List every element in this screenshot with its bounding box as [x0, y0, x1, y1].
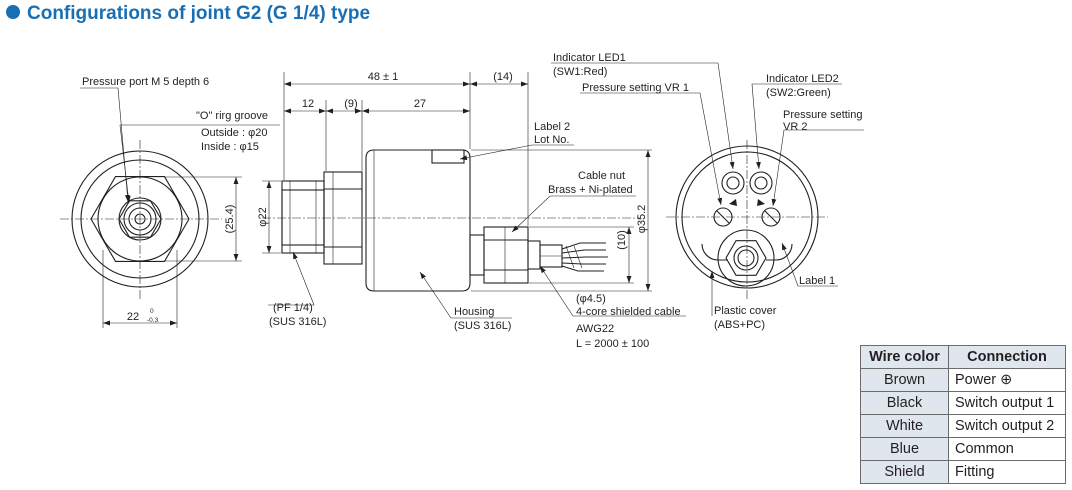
- label1-text: Label 1: [799, 275, 835, 287]
- cable-nut-text-1: Cable nut: [578, 170, 625, 182]
- cover-text-1: Plastic cover: [714, 305, 777, 317]
- o-ring-label-3: Inside : φ15: [201, 141, 259, 153]
- housing-text-2: (SUS 316L): [454, 320, 511, 332]
- wire-color-cell: White: [860, 414, 949, 438]
- vr2-text-2: VR 2: [783, 121, 807, 133]
- dim-10: (10): [616, 230, 628, 250]
- cover-text-2: (ABS+PC): [714, 319, 765, 331]
- dim-27: 27: [414, 98, 426, 110]
- o-ring-label-2: Outside : φ20: [201, 127, 267, 139]
- dim-22-tol-bottom: -0.3: [147, 317, 159, 324]
- cable-text-1: (φ4.5): [576, 293, 606, 305]
- top-view: [666, 140, 828, 300]
- dim-25-4: (25.4): [224, 205, 236, 234]
- title-text: Configurations of joint G2 (G 1/4) type: [27, 3, 371, 24]
- page-title: Configurations of joint G2 (G 1/4) type: [6, 3, 370, 25]
- dim-12: 12: [302, 98, 314, 110]
- side-view-body: [262, 149, 640, 292]
- cable-text-2: 4-core shielded cable: [576, 306, 681, 318]
- dim-phi22: φ22: [257, 207, 269, 226]
- cable-nut-text-2: Brass + Ni-plated: [548, 184, 633, 196]
- cable-text-4: L = 2000 ± 100: [576, 338, 649, 350]
- pressure-port-label: Pressure port M 5 depth 6: [82, 76, 209, 88]
- wire-color-cell: Black: [860, 391, 949, 415]
- label2-text-2: Lot No.: [534, 134, 569, 146]
- dim-9: (9): [344, 98, 357, 110]
- o-ring-label-1: "O" rirg groove: [196, 110, 268, 122]
- side-view-dimensions: 48 ± 1 (14) 12 (9) 27 φ22 φ35.2 (10): [257, 71, 652, 292]
- title-bullet-icon: [6, 5, 20, 19]
- led1-text-2: (SW1:Red): [553, 66, 607, 78]
- dim-22-tol-top: 0: [150, 308, 154, 315]
- connection-cell: Switch output 1: [948, 391, 1066, 415]
- dim-22-width: 22: [127, 311, 139, 323]
- vr2-text-1: Pressure setting: [783, 109, 862, 121]
- dim-14: (14): [493, 71, 513, 83]
- led2-text-1: Indicator LED2: [766, 73, 839, 85]
- end-view-leaders: Pressure port M 5 depth 6 "O" rirg groov…: [80, 76, 280, 328]
- pf-text-2: (SUS 316L): [269, 316, 326, 328]
- pf-text-1: (PF 1/4): [273, 302, 313, 314]
- wire-color-cell: Brown: [860, 368, 949, 392]
- housing-text-1: Housing: [454, 306, 494, 318]
- dim-phi35-2: φ35.2: [636, 205, 648, 234]
- dim-48: 48 ± 1: [368, 71, 399, 83]
- connection-cell: Fitting: [948, 460, 1066, 484]
- connection-cell: Power ⊕: [948, 368, 1066, 392]
- table-header-row: Wire color Connection: [860, 345, 1066, 369]
- header-wire-color: Wire color: [860, 345, 949, 369]
- label2-text-1: Label 2: [534, 121, 570, 133]
- vr1-text: Pressure setting VR 1: [582, 82, 689, 94]
- wire-color-cell: Shield: [860, 460, 949, 484]
- connection-cell: Switch output 2: [948, 414, 1066, 438]
- connection-cell: Common: [948, 437, 1066, 461]
- cable-text-3: AWG22: [576, 323, 614, 335]
- wire-color-cell: Blue: [860, 437, 949, 461]
- end-view-fitting: [60, 140, 222, 300]
- header-connection: Connection: [948, 345, 1066, 369]
- led2-text-2: (SW2:Green): [766, 87, 831, 99]
- top-view-callouts: Indicator LED1 (SW1:Red) Pressure settin…: [551, 52, 864, 331]
- led1-text-1: Indicator LED1: [553, 52, 626, 64]
- side-view-callouts: Label 2 Lot No. Cable nut Brass + Ni-pla…: [268, 121, 686, 350]
